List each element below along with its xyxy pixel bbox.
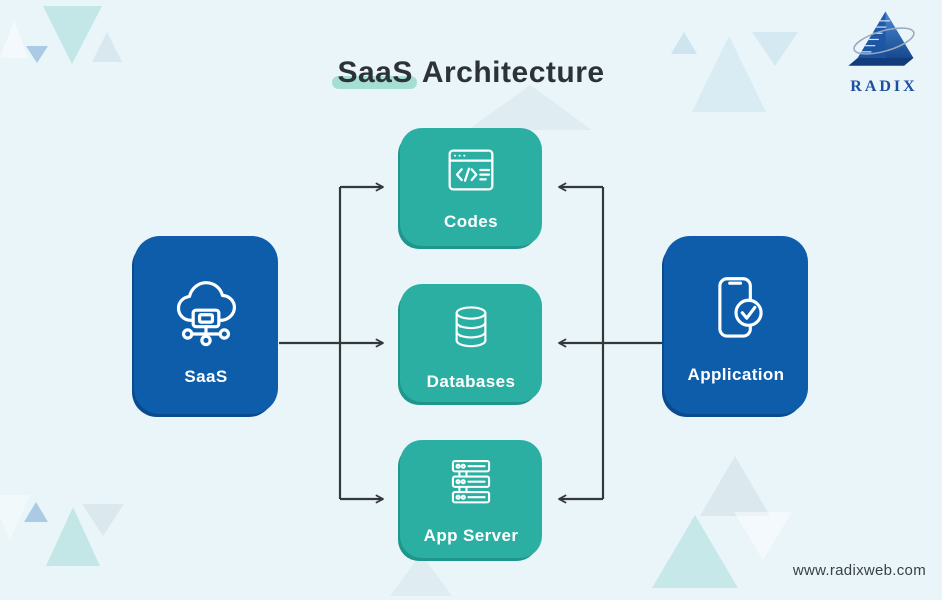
node-label-databases: Databases — [426, 372, 516, 391]
radix-wordmark: RADIX — [850, 78, 918, 95]
node-app-server: App Server — [400, 440, 542, 558]
node-codes: Codes — [400, 128, 542, 246]
cloud-network-icon — [162, 268, 250, 361]
website-url: www.radixweb.com — [792, 562, 926, 579]
code-window-icon — [439, 141, 503, 204]
mobile-check-icon — [693, 268, 779, 359]
node-application: Application — [664, 236, 808, 414]
database-stack-icon — [441, 297, 501, 364]
node-databases: Databases — [400, 284, 542, 402]
radix-logo: RADIX — [832, 10, 936, 96]
node-label-saas: SaaS — [184, 367, 228, 386]
title-rest: Architecture — [421, 56, 605, 89]
node-label-application: Application — [687, 365, 785, 384]
title-highlight: SaaS — [337, 56, 413, 89]
radix-pyramid-icon — [848, 11, 915, 66]
node-label-app-server: App Server — [423, 526, 519, 545]
server-rack-icon — [440, 453, 502, 518]
node-label-codes: Codes — [444, 212, 498, 231]
node-saas: SaaS — [134, 236, 278, 414]
